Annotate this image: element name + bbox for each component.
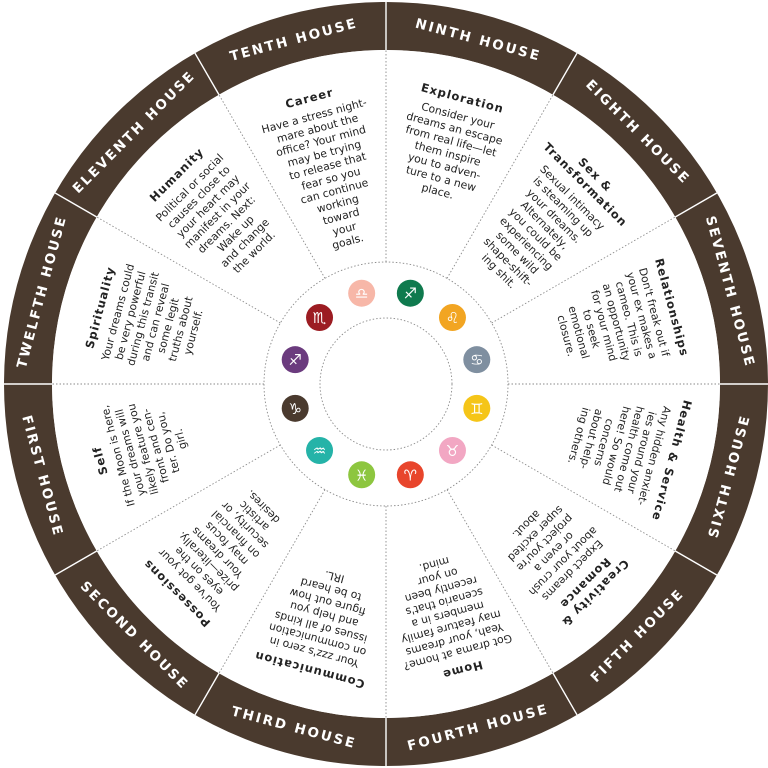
sign-glyph: ♌ [446, 309, 459, 327]
sign-glyph: ♉ [446, 442, 459, 460]
segment-divider [491, 216, 676, 324]
segment-divider [446, 94, 554, 279]
taurus-icon: ♒ [306, 436, 334, 464]
scorpio-icon: ♌ [438, 304, 466, 332]
band-divider [674, 192, 718, 218]
segment-divider [96, 444, 281, 552]
band-divider [674, 550, 718, 576]
segment-divider [218, 94, 326, 279]
band-divider [194, 52, 220, 96]
aquarius-icon: ♏ [306, 304, 334, 332]
segment-body-line: your [331, 219, 358, 238]
band-divider [54, 550, 98, 576]
sagittarius-icon: ♐ [396, 279, 424, 307]
pisces-icon: ♐ [281, 346, 309, 374]
outer-ring [4, 2, 768, 766]
band-divider [54, 192, 98, 218]
cancer-icon: ♈ [396, 461, 424, 489]
segment-body-line: girl. [172, 427, 190, 450]
segment-divider [446, 489, 554, 674]
sign-glyph: ♈ [404, 466, 417, 484]
leo-icon: ♉ [438, 436, 466, 464]
band-divider [194, 672, 220, 716]
sign-glyph: ♊ [470, 400, 483, 418]
aries-icon: ♑ [281, 394, 309, 422]
sign-glyph: ♏ [313, 309, 327, 327]
sign-icons: ♐ ♌ ♋ ♊ ♉ ♈ ♓ ♒ ♑ ♐ ♏ ♎ [281, 279, 491, 489]
segment-divider [491, 444, 676, 552]
band-divider [552, 52, 578, 96]
segment-body-line: IRL. [323, 568, 346, 586]
sign-glyph: ♐ [404, 285, 417, 303]
capricorn-icon: ♎ [348, 279, 376, 307]
center-hub [319, 317, 453, 451]
gemini-icon: ♓ [348, 461, 376, 489]
sign-glyph: ♓ [355, 466, 368, 484]
sign-glyph: ♎ [355, 285, 368, 303]
icon-ring-outline [263, 261, 509, 507]
sign-glyph: ♋ [470, 351, 483, 369]
sign-glyph: ♑ [288, 400, 301, 418]
virgo-icon: ♊ [463, 394, 491, 422]
band-divider [552, 672, 578, 716]
libra-icon: ♋ [463, 346, 491, 374]
sign-glyph: ♐ [288, 351, 301, 369]
segment-divider [218, 489, 326, 674]
sign-glyph: ♒ [313, 442, 326, 460]
segment-divider [96, 216, 281, 324]
